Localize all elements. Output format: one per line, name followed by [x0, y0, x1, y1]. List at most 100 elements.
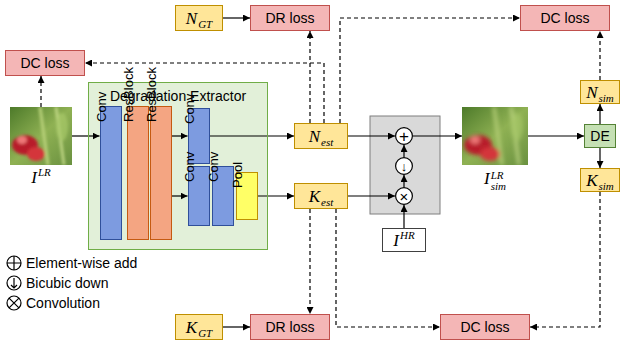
flow-arrow: [172, 195, 188, 196]
node-label: NGT: [186, 10, 212, 27]
layer-box: ResBlock: [127, 106, 149, 240]
module-panel: ConvResBlockResBlockConvConvConvPoolDegr…: [88, 82, 268, 250]
subscript-text: GT: [198, 19, 212, 30]
node-label: Conv: [93, 102, 109, 122]
image-area: [462, 107, 528, 165]
simulated-image: [462, 107, 528, 165]
subscript-text: est: [321, 197, 333, 208]
node-text: DC loss: [20, 55, 69, 71]
node-text: ×: [400, 189, 409, 204]
flow-arrow: [413, 135, 462, 136]
flow-arrow: [210, 135, 295, 136]
subscript-text: sim: [491, 181, 506, 192]
script-stack: LR: [38, 167, 51, 178]
operator-circle: ↓: [395, 157, 413, 175]
node-label: Conv: [205, 162, 221, 182]
add-symbol: [7, 256, 21, 270]
operator-box: [370, 116, 440, 214]
add-symbol: [7, 256, 21, 270]
process-box: DR loss: [250, 314, 330, 340]
down-symbol: [7, 276, 21, 290]
script-stack: HR: [400, 230, 415, 241]
process-box: DC loss: [520, 5, 610, 31]
operator-circle: ×: [395, 187, 413, 205]
loss-connector: [309, 209, 310, 314]
symbol-text: I: [393, 231, 399, 250]
node-text: DR loss: [265, 10, 314, 26]
image-ground: [10, 107, 72, 165]
circle-outline: [396, 158, 413, 175]
process-box: IHR: [382, 228, 426, 252]
script-stack: LRsim: [491, 170, 506, 192]
flow-arrow: [403, 205, 404, 228]
process-box: Kest: [294, 183, 348, 209]
superscript-text: LR: [491, 170, 506, 181]
node-text: DR loss: [265, 319, 314, 335]
flow-arrow: [528, 135, 584, 136]
node-label: Conv: [181, 104, 197, 124]
node-label: ×: [395, 187, 413, 205]
superscript-text: HR: [400, 230, 415, 241]
subscript-text: GT: [198, 328, 212, 339]
flow-arrow: [403, 145, 404, 157]
process-box: NGT: [175, 5, 223, 31]
process-box: DC loss: [5, 50, 85, 76]
node-label: DR loss: [265, 10, 314, 26]
subscript-text: sim: [599, 93, 614, 104]
flow-arrow: [348, 135, 395, 136]
node-label: DR loss: [265, 319, 314, 335]
flower: [480, 147, 500, 161]
node-text: Conv: [182, 151, 197, 181]
node-text: DC loss: [540, 10, 589, 26]
process-box: DC loss: [440, 314, 530, 340]
flow-arrow: [223, 17, 250, 18]
node-label: DC loss: [460, 319, 509, 335]
loss-connector: [599, 31, 600, 80]
connectors: [41, 18, 600, 327]
node-label: Conv: [181, 162, 197, 182]
subscript-text: sim: [599, 181, 614, 192]
node-label: ResBlock: [143, 102, 159, 122]
loss-connector: [309, 31, 310, 123]
flow-arrow: [403, 175, 404, 187]
conv-symbol: [9, 298, 19, 308]
node-label: IHR: [393, 232, 414, 249]
down-symbol: [11, 278, 17, 288]
process-box: Ksim: [580, 168, 620, 192]
loss-connector: [340, 18, 520, 123]
symbol-text: I: [31, 168, 37, 187]
node-label: Nest: [309, 128, 334, 145]
circle-outline: [396, 188, 413, 205]
layer-box: Conv: [100, 106, 122, 240]
image-area: [10, 107, 72, 165]
node-label: Kest: [309, 188, 334, 205]
process-box: Nsim: [580, 80, 620, 104]
node-label: DE: [590, 128, 609, 144]
flow-arrow: [223, 326, 250, 327]
script-stack: sim: [599, 93, 614, 104]
process-box: DE: [584, 124, 616, 148]
panel-fill: [88, 82, 268, 250]
flow-arrow: [172, 135, 188, 136]
node-text: +: [399, 128, 409, 145]
node-text: Degradation Extractor: [110, 88, 246, 104]
flow-arrow: [72, 135, 100, 136]
symbol-text: N: [309, 127, 320, 146]
superscript-text: LR: [38, 167, 51, 178]
layer-box: Pool: [236, 172, 258, 220]
symbol-text: K: [309, 187, 320, 206]
legend-symbols: [7, 256, 21, 310]
node-text: DC loss: [460, 319, 509, 335]
node-label: ILRsim: [484, 169, 506, 191]
flow-arrow: [599, 148, 600, 168]
leaf: [56, 113, 68, 141]
conv-symbol: [7, 296, 21, 310]
operator-circle: +: [395, 127, 413, 145]
image-node: ILRsim: [462, 107, 528, 191]
leaf: [511, 113, 523, 141]
node-text: Pool: [230, 161, 245, 187]
script-stack: GT: [198, 19, 212, 30]
image-node: ILR: [10, 107, 72, 186]
symbol-text: N: [586, 83, 597, 102]
loss-connector: [40, 76, 41, 107]
